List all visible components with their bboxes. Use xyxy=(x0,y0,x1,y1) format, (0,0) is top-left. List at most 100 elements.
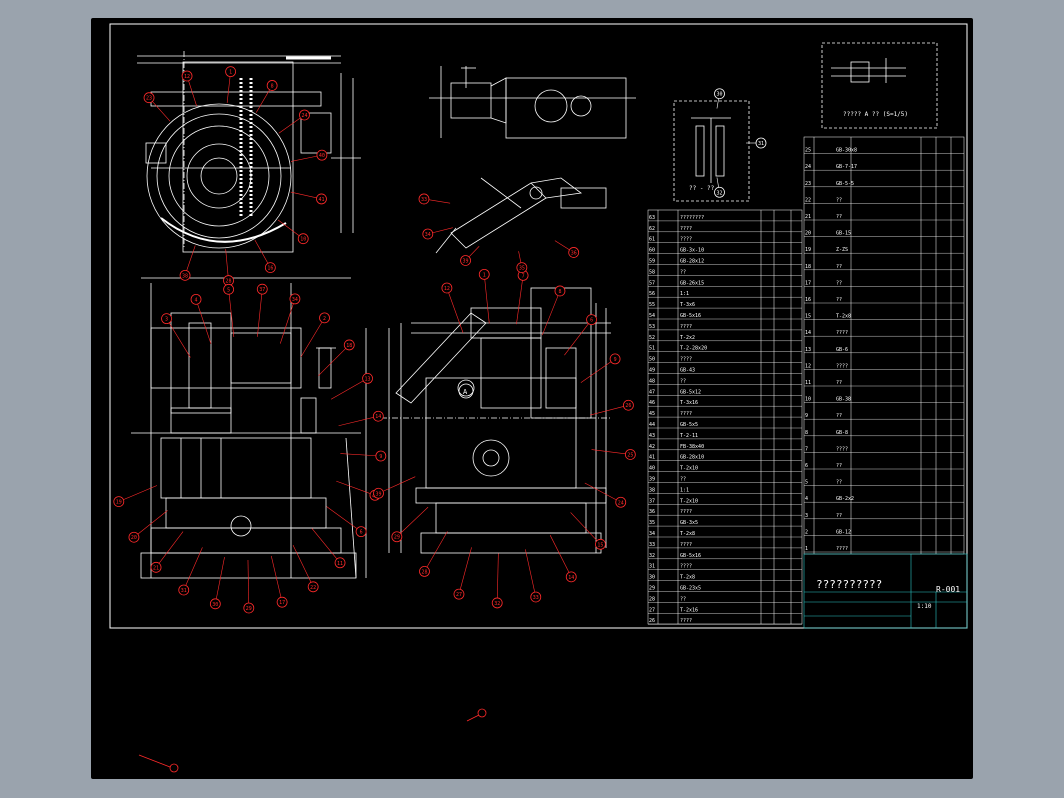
parts-row: 36???? xyxy=(648,509,802,516)
parts-row-text: ???? xyxy=(680,564,692,570)
callout-number: 15 xyxy=(597,542,603,548)
title-block: ?????????? R-001 1:10 xyxy=(803,553,968,629)
callout-number: 17 xyxy=(279,600,285,606)
parts-row: 49 GB-43 xyxy=(648,368,802,374)
view-detail: ????? A ?? (S=1/5) xyxy=(821,42,938,129)
drawing-number: R-001 xyxy=(936,585,960,594)
callout-number: 12 xyxy=(444,286,450,292)
parts-row-number: 1 xyxy=(805,546,808,552)
parts-row-number: 38 xyxy=(649,487,655,493)
parts-row-number: 18 xyxy=(805,264,811,270)
parts-row-text: ???? xyxy=(680,542,692,548)
callout-bubble: 30 xyxy=(209,557,225,610)
parts-row-text: ???? xyxy=(836,330,848,336)
parts-row-text: 1:1 xyxy=(680,291,689,297)
callout-number: 35 xyxy=(519,266,525,272)
arm-iso-view xyxy=(435,177,607,254)
parts-row-text: ???? xyxy=(836,546,848,552)
parts-row-text: ?? xyxy=(836,413,842,419)
parts-row-text: ?? xyxy=(836,280,842,286)
parts-row-text: ?? xyxy=(836,463,842,469)
callout-number: 33 xyxy=(533,595,539,601)
callout-bubble: 11 xyxy=(311,528,346,569)
callout-bubble: 40 xyxy=(290,149,328,162)
callout-bubble: 8 xyxy=(541,285,566,336)
top-arm-view xyxy=(429,66,636,139)
parts-row-text: GB-5x5 xyxy=(680,422,698,428)
parts-row-text: GB-28x12 xyxy=(680,259,704,265)
parts-row-text: GB-30x8 xyxy=(836,148,857,154)
callout-bubble: 1 xyxy=(225,66,237,103)
parts-row-number: 13 xyxy=(805,347,811,353)
parts-row-text: GB-23x5 xyxy=(680,586,701,592)
callout-bubble: 35 xyxy=(516,251,528,273)
callout-bubble: 17 xyxy=(270,555,288,608)
callout-bubble: 24 xyxy=(584,482,627,508)
callout-number: 19 xyxy=(116,500,122,506)
callout-number: 13 xyxy=(365,376,371,382)
callout-number: 6 xyxy=(590,318,593,324)
parts-row-text: ???? xyxy=(836,363,848,369)
parts-row-number: 53 xyxy=(649,324,655,330)
parts-row-text: GB-38 xyxy=(836,397,851,403)
callout-bubble: 29 xyxy=(391,506,429,543)
detail-marker: A xyxy=(463,388,468,396)
parts-row: 12???? xyxy=(804,363,964,370)
parts-row: 63???????? xyxy=(648,215,802,222)
callout-number: 12 xyxy=(184,74,190,80)
parts-row-number: 52 xyxy=(649,335,655,341)
parts-row: 62???? xyxy=(648,226,802,233)
parts-row-number: 43 xyxy=(649,433,655,439)
callout-bubble: 5 xyxy=(223,283,235,337)
parts-row-text: ???? xyxy=(836,446,848,452)
callout-number: 41 xyxy=(318,197,324,203)
callout-number: 6 xyxy=(360,530,363,536)
top-view xyxy=(137,51,361,253)
parts-row: 39?? xyxy=(648,477,802,483)
callout-bubble: 23 xyxy=(143,92,171,122)
parts-row-text: GB-5-5 xyxy=(836,181,854,187)
callout-number: 14 xyxy=(568,575,574,581)
parts-row-text: 1:1 xyxy=(680,487,689,493)
callout-bubble: 22 xyxy=(292,545,319,593)
parts-row-number: 21 xyxy=(805,214,811,220)
parts-row-text: GB-43 xyxy=(680,368,695,374)
callout-number: 29 xyxy=(394,535,400,541)
parts-row-number: 51 xyxy=(649,346,655,352)
callout-bubble: 10 xyxy=(277,219,309,245)
parts-row-text: GB-15 xyxy=(836,231,851,237)
parts-row-number: 44 xyxy=(649,422,655,428)
callout-bubble: 33 xyxy=(525,549,542,603)
callout-bubble: 6 xyxy=(326,506,367,538)
cad-drawing: ?? - ?? ????? A ?? (S=1/5) xyxy=(109,23,968,773)
parts-row-number: 55 xyxy=(649,302,655,308)
drawing-viewport[interactable]: ?? - ?? ????? A ?? (S=1/5) xyxy=(91,18,973,779)
parts-row-number: 47 xyxy=(649,389,655,395)
callout-bubble: 37 xyxy=(256,283,268,337)
parts-row-number: 57 xyxy=(649,280,655,286)
callout-bubble: 20 xyxy=(128,510,168,543)
front-view xyxy=(131,277,367,579)
callout-number: 39 xyxy=(375,491,381,497)
view-label: ????? A ?? (S=1/5) xyxy=(843,111,908,118)
parts-row: 53???? xyxy=(648,324,802,331)
parts-row-text: ???? xyxy=(680,226,692,232)
parts-row-number: 49 xyxy=(649,368,655,374)
parts-row-number: 19 xyxy=(805,247,811,253)
section-label: ?? - ?? xyxy=(689,185,715,192)
parts-row-number: 34 xyxy=(649,531,655,537)
parts-row-text: ?? xyxy=(836,480,842,486)
sheet-frame xyxy=(109,23,968,629)
callout-layer: 2312182440411016283834537342181314942611… xyxy=(113,66,767,614)
parts-row-number: 8 xyxy=(805,430,808,436)
callout-number: 23 xyxy=(146,96,152,102)
parts-row-text: Z-ZS xyxy=(836,247,848,253)
parts-row-number: 2 xyxy=(805,529,808,535)
